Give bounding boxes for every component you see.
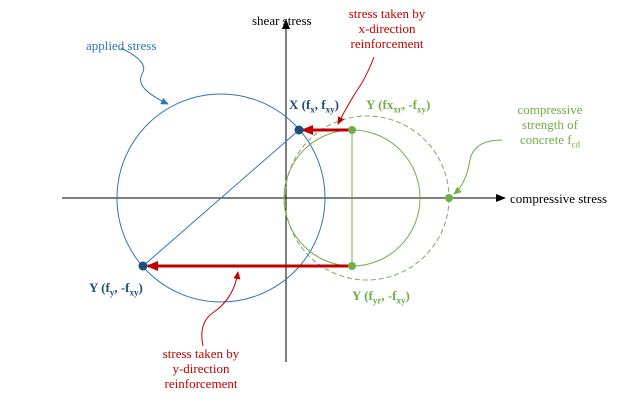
shear-stress-label: shear stress: [252, 13, 312, 28]
point-compressive-strength: [445, 194, 453, 202]
y-reinforcement-leader: [201, 271, 241, 347]
x-reinforcement-label: stress taken by x-direction reinforcemen…: [332, 6, 442, 51]
applied-stress-leader: [120, 47, 169, 105]
x-reinforcement-line-3: reinforcement: [350, 36, 424, 51]
point-y-bottom-green: [348, 262, 356, 270]
compressive-stress-label: compressive stress: [510, 191, 608, 206]
compressive-strength-label: compressive strength of concrete fcd: [500, 102, 600, 150]
compressive-strength-line-2: strength of: [522, 117, 578, 132]
y-point-bottom-green-label: Y (fyr, -fxy): [352, 288, 410, 306]
y-reinforcement-line-3: reinforcement: [164, 376, 238, 391]
x-reinforcement-leader: [337, 56, 375, 125]
compressive-strength-leader: [453, 139, 503, 195]
x-point-label: X (fx, fxy): [289, 97, 339, 115]
y-reinforcement-label: stress taken by y-direction reinforcemen…: [146, 346, 256, 391]
point-y-top-green: [348, 126, 356, 134]
y-reinforcement-line-1: stress taken by: [162, 346, 240, 361]
applied-stress-label: applied stress: [86, 38, 157, 53]
applied-stress-circle: [116, 93, 326, 303]
point-x-applied: [294, 125, 304, 135]
x-reinforcement-line-1: stress taken by: [348, 6, 426, 21]
y-point-applied-label: Y (fy, -fxy): [89, 280, 143, 298]
applied-stress-diameter: [142, 129, 300, 267]
y-point-top-green-label: Y (fxxr, -fxy): [366, 97, 431, 115]
compressive-strength-line-3: concrete fcd: [519, 132, 581, 150]
point-y-applied: [138, 261, 148, 271]
y-reinforcement-line-2: y-direction: [172, 361, 230, 376]
x-reinforcement-line-2: x-direction: [358, 21, 416, 36]
compressive-strength-line-1: compressive: [517, 102, 583, 117]
